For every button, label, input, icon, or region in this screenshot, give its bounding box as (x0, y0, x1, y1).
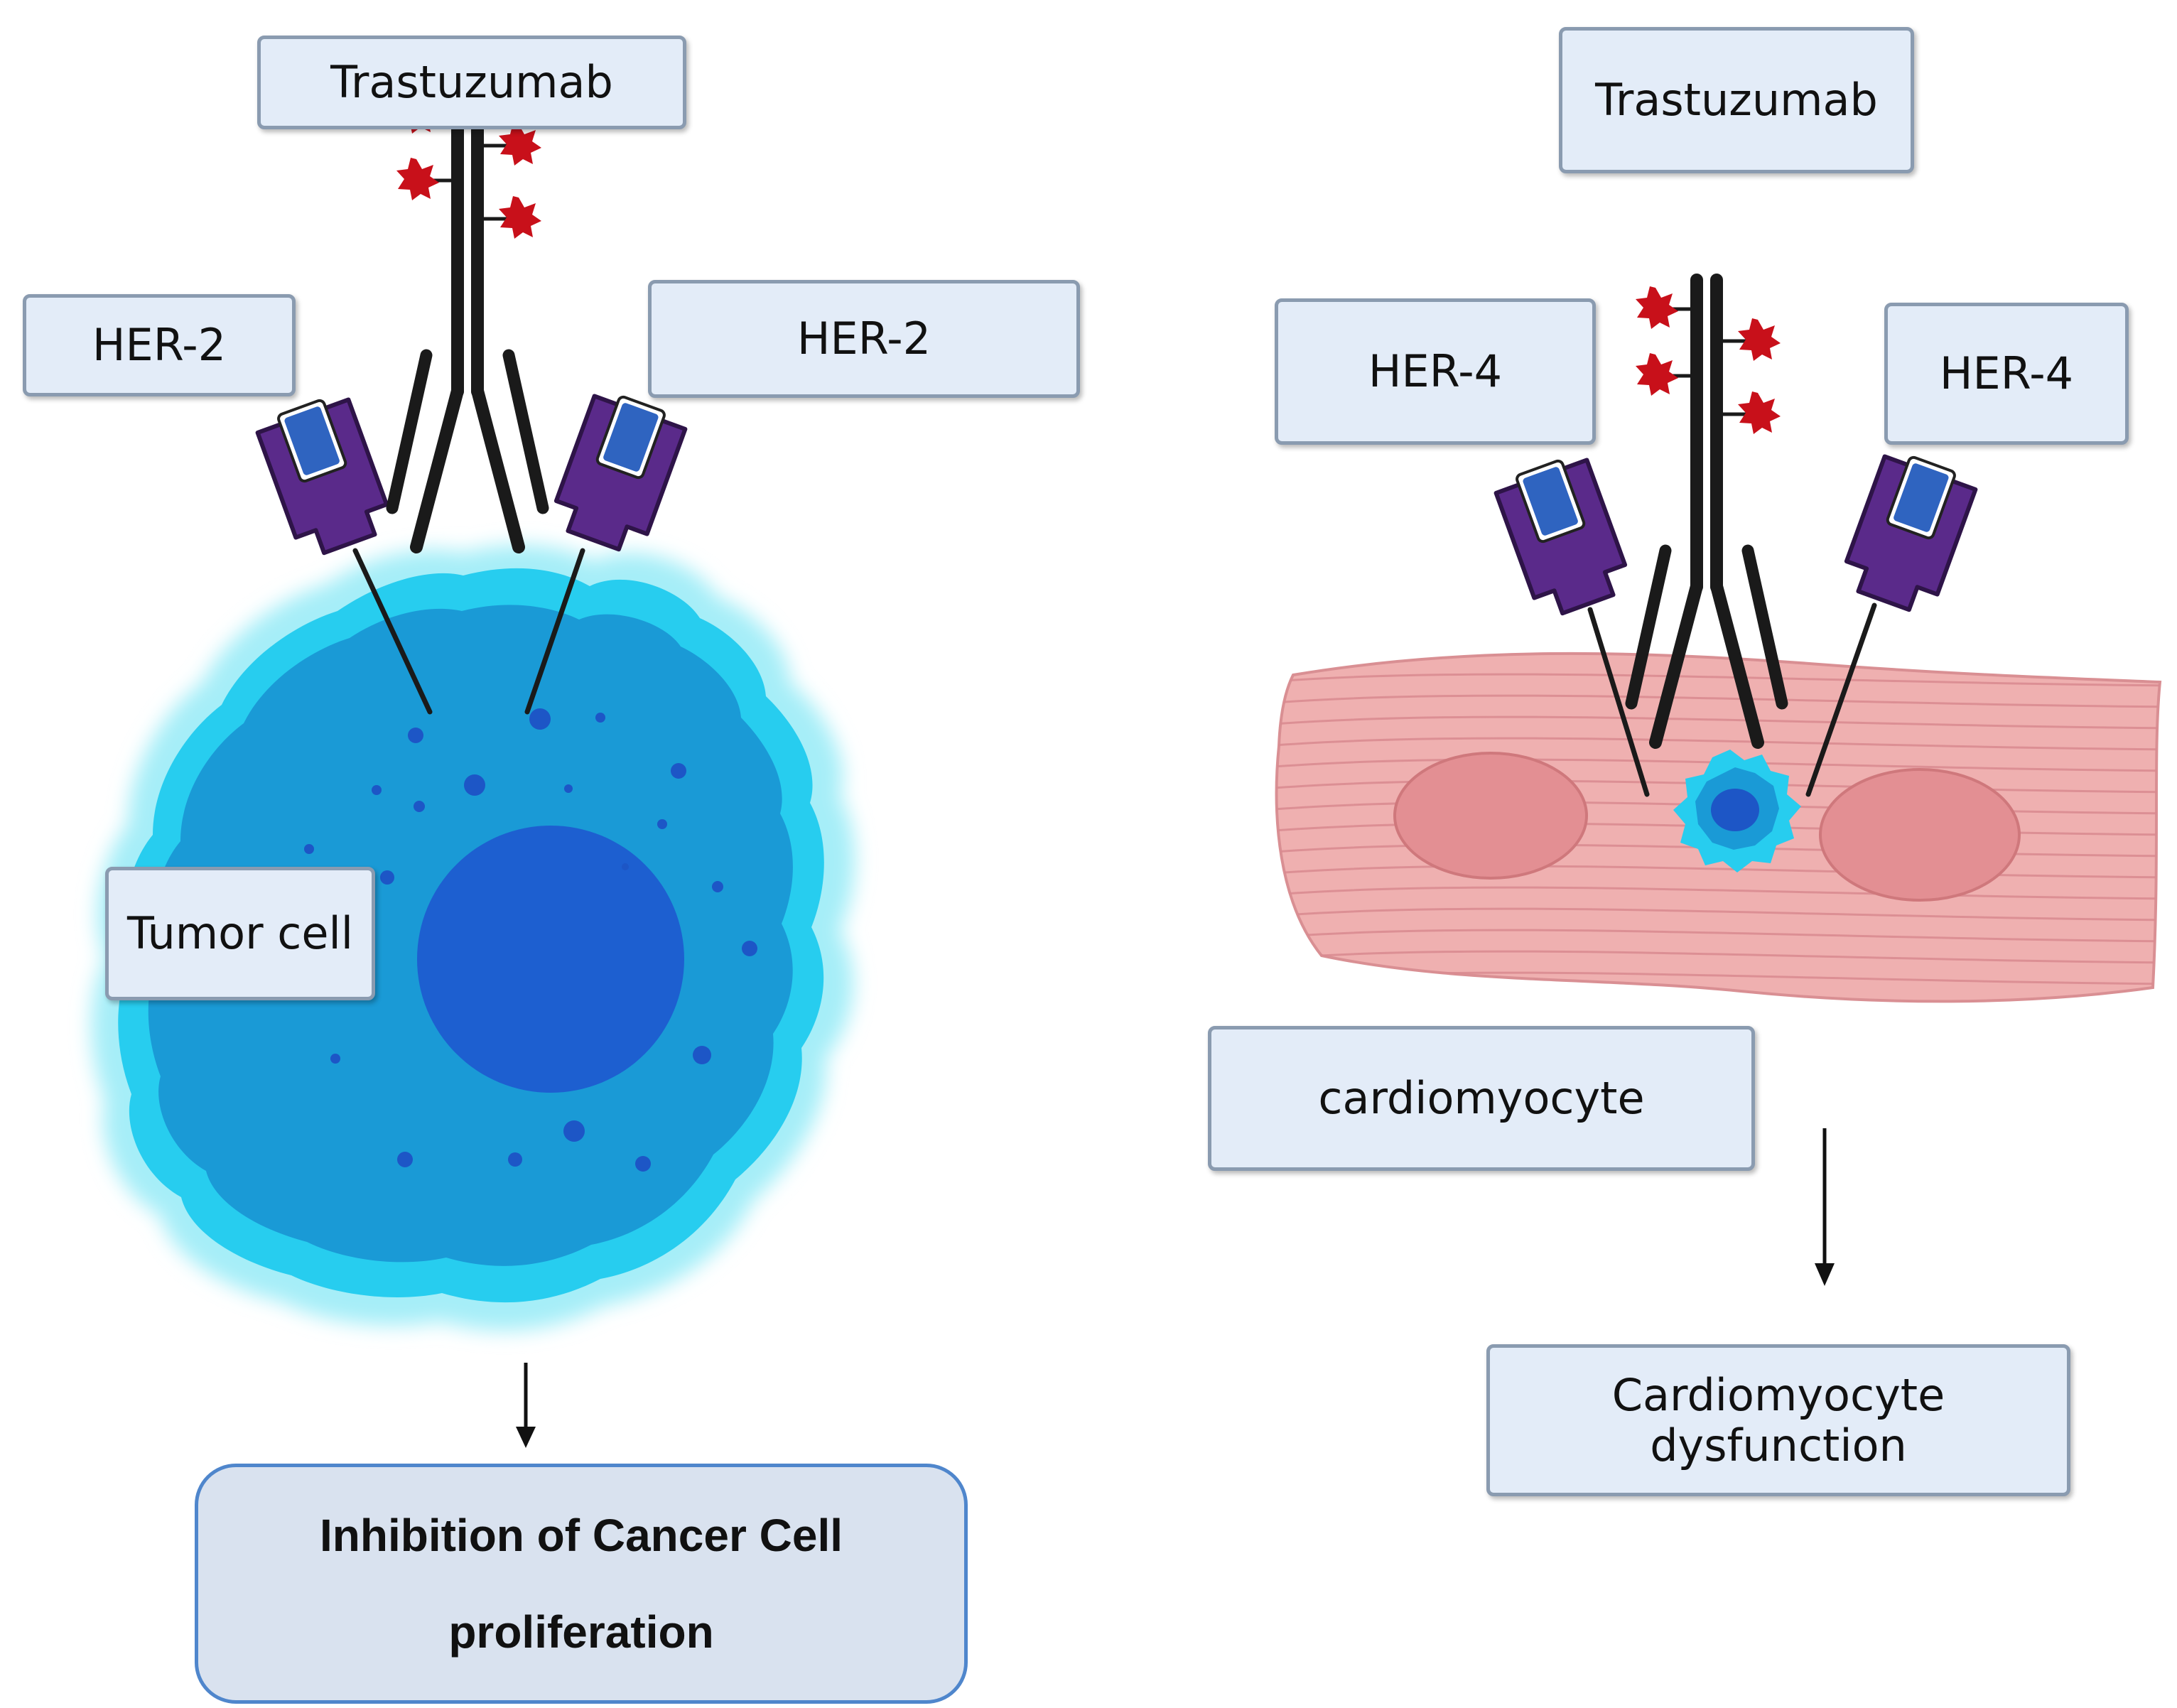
her2-label-right-text: HER-2 (796, 312, 931, 364)
her2-receptor-left (254, 391, 433, 715)
her4-label-left: HER-4 (1275, 298, 1596, 445)
her2-label-left-text: HER-2 (92, 318, 227, 371)
tumor-nucleus (417, 826, 684, 1093)
her4-receptor-left (1493, 451, 1650, 797)
trastuzumab-label-right: Trastuzumab (1559, 27, 1914, 173)
her2-receptor-right (524, 387, 688, 715)
her4-label-right-text: HER-4 (1939, 347, 2074, 399)
receptor-cluster (1673, 750, 1801, 872)
muscle-nucleus-right (1819, 768, 2021, 902)
tumor-cell-label: Tumor cell (105, 867, 375, 1000)
cardiomyocyte-cell (1275, 652, 2162, 1003)
her2-label-right: HER-2 (648, 280, 1080, 398)
tumor-vesicles (304, 708, 757, 1172)
trastuzumab-label-left-text: Trastuzumab (330, 55, 613, 108)
arrow-right-down (1815, 1128, 1835, 1286)
her4-label-left-text: HER-4 (1368, 345, 1503, 397)
arrow-left-down (516, 1363, 536, 1448)
her4-label-right: HER-4 (1884, 303, 2129, 445)
cancer-outcome-line1: Inhibition of Cancer Cell (319, 1510, 843, 1561)
trastuzumab-antibody-left (392, 78, 543, 547)
cardiomyocyte-label-text: cardiomyocyte (1318, 1071, 1645, 1124)
cardiomyocyte-outcome-line1: Cardiomyocyte (1611, 1368, 1945, 1421)
trastuzumab-label-left: Trastuzumab (257, 36, 686, 129)
muscle-striations (1276, 673, 2160, 985)
tumor-cell-label-text: Tumor cell (127, 907, 353, 959)
muscle-nucleus-left (1393, 752, 1588, 880)
her4-receptor-right (1805, 448, 1979, 797)
trastuzumab-label-right-text: Trastuzumab (1595, 73, 1878, 126)
cancer-outcome-box: Inhibition of Cancer Cell proliferation (195, 1464, 968, 1704)
her2-label-left: HER-2 (23, 294, 296, 396)
cardiomyocyte-outcome-line2: dysfunction (1650, 1420, 1907, 1471)
cardiomyocyte-label: cardiomyocyte (1208, 1026, 1755, 1171)
cardiomyocyte-outcome-box: Cardiomyocyte dysfunction (1486, 1344, 2070, 1496)
cancer-outcome-line2: proliferation (448, 1606, 714, 1658)
tumor-cell (91, 544, 855, 1331)
